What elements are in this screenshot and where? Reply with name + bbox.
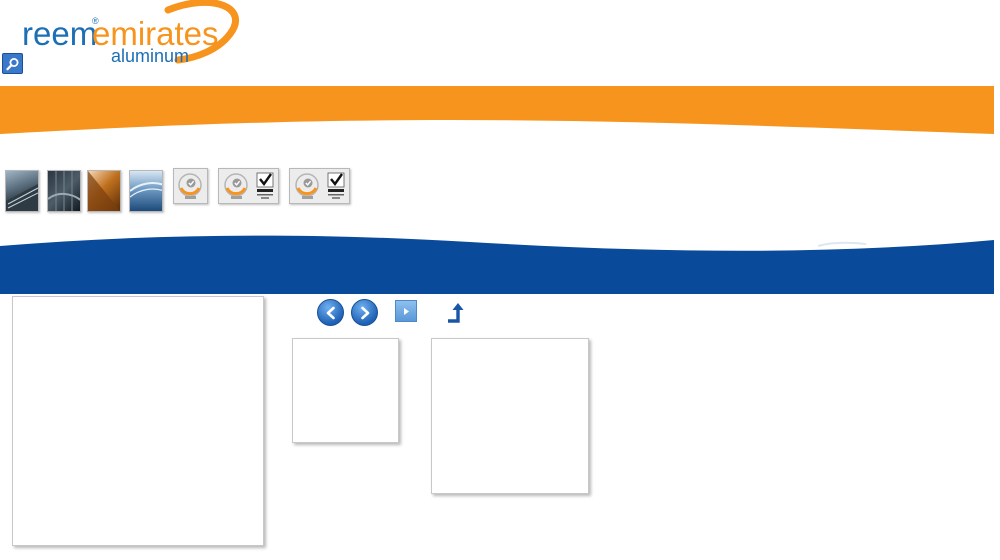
blue-header-band xyxy=(0,235,994,294)
thumbnail-strip xyxy=(0,168,360,216)
gallery-preview-panel[interactable] xyxy=(431,338,589,494)
logo-subtext: aluminum xyxy=(111,46,189,66)
building-photo-1[interactable] xyxy=(5,170,39,212)
logo-text-primary: reem xyxy=(22,15,97,52)
return-arrow-icon xyxy=(448,303,464,323)
previous-button[interactable] xyxy=(317,299,344,326)
building-photo-3[interactable] xyxy=(87,170,121,212)
gallery-thumbnail-panel[interactable] xyxy=(292,338,399,443)
play-icon xyxy=(404,308,409,315)
reem-emirates-logo[interactable]: reem emirates ® aluminum xyxy=(18,0,248,68)
sgs-ukas-badge-icon xyxy=(224,172,274,199)
return-button[interactable] xyxy=(444,301,468,325)
chevron-right-icon xyxy=(361,306,370,320)
registered-mark: ® xyxy=(92,16,99,26)
building-photo-4[interactable] xyxy=(129,170,163,212)
chevron-left-icon xyxy=(326,306,335,320)
search-icon xyxy=(6,58,19,71)
next-button[interactable] xyxy=(351,299,378,326)
sgs-ukas-badge-icon-2 xyxy=(295,172,345,199)
play-button[interactable] xyxy=(395,300,417,322)
sgs-badge-icon xyxy=(178,173,202,199)
sgs-ukas-certification-badge[interactable] xyxy=(218,168,279,204)
sgs-ukas-certification-badge-2[interactable] xyxy=(289,168,350,204)
logo-graphic: reem emirates ® aluminum xyxy=(22,0,239,66)
building-photo-2[interactable] xyxy=(47,170,81,212)
orange-header-band xyxy=(0,86,994,134)
logo-text-secondary: emirates xyxy=(92,15,219,52)
content-panel-left xyxy=(12,296,264,546)
search-button[interactable] xyxy=(2,53,23,74)
decorative-watermark xyxy=(818,241,866,247)
sgs-certification-badge[interactable] xyxy=(173,168,208,204)
